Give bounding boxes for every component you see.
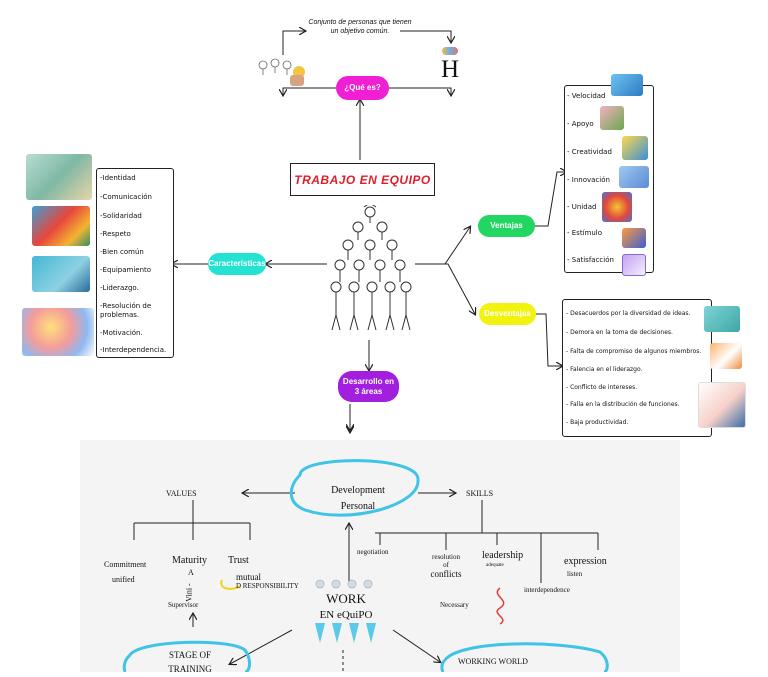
working-world-label: WORKING WORLD [458,657,528,666]
necessary-label: Necessary [440,601,469,609]
ventajas-label: Ventajas [490,221,523,231]
que-es-label: ¿Qué es? [344,83,381,93]
supervisor-label: Supervisor [168,601,199,609]
vini-a-label: A [188,568,194,577]
resolution-conflicts-label: resolution of conflicts [430,553,462,580]
que-es-definition: Conjunto de personas que tienen un objet… [308,19,412,35]
stimulus-icon [622,228,646,248]
list-item: problemas. [100,311,140,319]
mutual-label: mutual [236,572,261,582]
list-item: - Falencia en el liderazgo. [566,366,643,373]
support-icon [600,106,624,130]
que-es-node: ¿Qué es? [336,76,389,100]
list-item: - Unidad [567,203,597,211]
list-item: -Respeto [100,230,131,238]
list-item: - Innovación [567,176,610,184]
list-item: -Bien común [100,248,144,256]
ventajas-node: Ventajas [478,215,535,237]
list-item: - Estímulo [567,229,602,237]
list-item: -Solidaridad [100,212,142,220]
negotiation-label: negotiation [357,548,389,556]
desventajas-label: Desventajas [484,309,531,319]
list-item: - Falta de compromiso de algunos miembro… [566,348,702,355]
list-item: -Resolución de [100,302,152,310]
puzzle-thumbnail [32,206,90,246]
lightbulb-icon [258,58,305,86]
people-icon [442,47,458,55]
list-item: - Desacuerdos por la diversidad de ideas… [566,310,691,317]
leadership-label: leadership [482,550,524,561]
listen-label: listen [567,570,583,578]
list-item: - Apoyo [567,120,594,128]
title-box: TRABAJO EN EQUIPO [290,163,435,196]
unified-label: unified [112,575,135,584]
development-personal: Development Personal [331,485,385,512]
speed-icon [611,74,643,96]
adequate-label: adequate [486,563,504,568]
lower-diagram-background [80,440,680,672]
list-item: -Liderazgo. [100,284,139,292]
trust-label: Trust [228,555,249,566]
list-item: - Falla en la distribución de funciones. [566,401,680,408]
meeting-thumbnail [32,256,90,292]
caracteristicas-list: -Identidad -Comunicación -Solidaridad -R… [96,168,174,358]
work-center-label: WORK EN eQuiPO [319,591,373,622]
list-item: -Motivación. [100,329,143,337]
stage-of-training-label: STAGE OF TRAINING [168,650,212,675]
interdependence-label: interdependence [524,586,570,594]
list-item: - Velocidad [567,92,606,100]
maturity-label: Maturity [172,555,207,566]
unity-icon [602,192,632,222]
values-label: VALUES [166,489,197,498]
teamwork-people-illustration [330,205,412,331]
ideas-icon [704,306,740,332]
responsibility-label: D RESPONSIBILITY [236,582,299,590]
page-title: TRABAJO EN EQUIPO [294,172,431,187]
desventajas-list: - Desacuerdos por la diversidad de ideas… [562,299,712,437]
vini-label: Vini - [184,583,194,602]
list-item: - Conflicto de intereses. [566,384,638,391]
list-item: -Comunicación [100,193,152,201]
list-item: - Demora en la toma de decisiones. [566,329,673,336]
skills-label: SKILLS [466,489,494,498]
list-item: - Baja productividad. [566,419,629,426]
list-item: -Identidad [100,174,136,182]
desventajas-node: Desventajas [479,303,536,325]
satisfaction-icon [622,254,646,276]
stairs-icon [710,343,742,369]
list-item: -Equipamiento [100,266,152,274]
caracteristicas-label: Características [208,259,266,269]
list-item: - Creatividad [567,148,612,156]
creativity-icon [622,136,648,160]
list-item: - Satisfacción [567,256,614,264]
caracteristicas-node: Características [208,253,266,275]
h-letter-illustration: H [430,45,470,87]
commitment-label: Commitment [104,560,147,569]
presentation-icon [698,382,746,428]
innovation-icon [619,166,649,188]
team-photo-thumbnail [26,154,92,200]
list-item: -Interdependencia. [100,346,167,354]
expression-label: expression [564,556,607,567]
celebration-thumbnail [22,308,94,356]
